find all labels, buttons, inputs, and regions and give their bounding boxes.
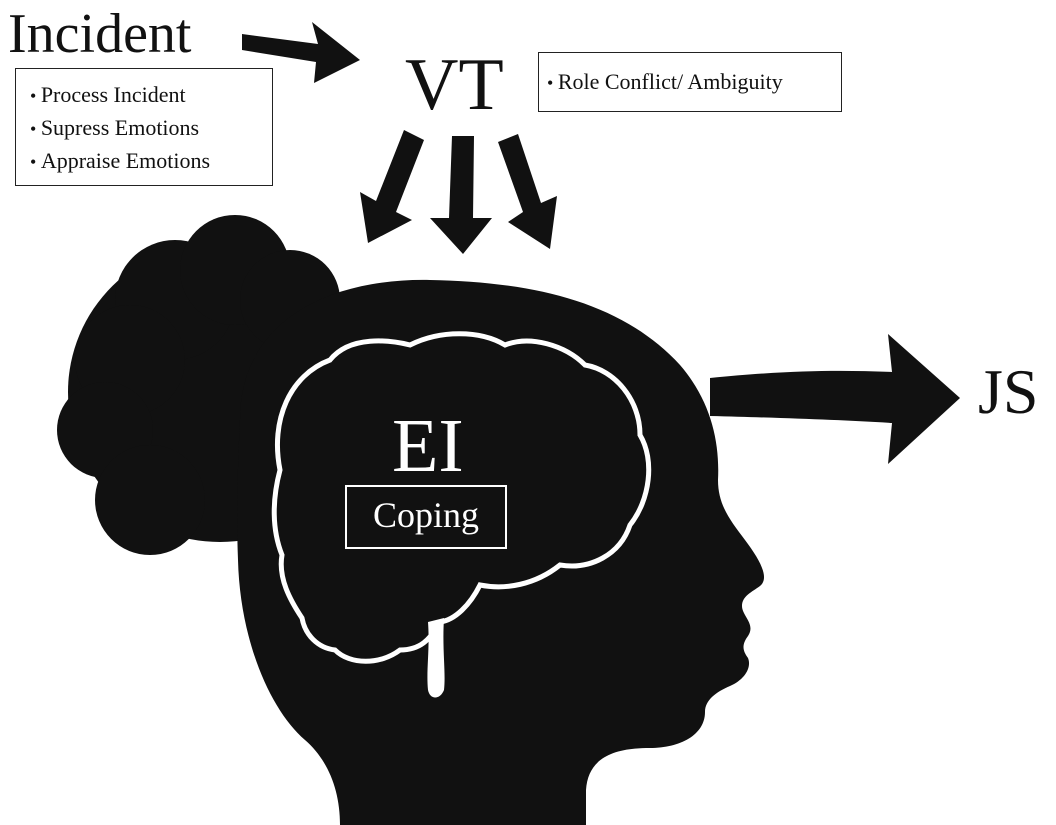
incident-title: Incident (8, 3, 192, 65)
incident-to-vt-arrow (242, 22, 360, 83)
brain-stem (427, 618, 445, 698)
vt-label: VT (405, 44, 504, 126)
vt-down-center-arrow (430, 136, 492, 254)
ei-label: EI (392, 404, 464, 488)
brain-outline (271, 331, 652, 664)
head-to-js-arrow (710, 334, 960, 464)
incident-task-item: Process Incident (30, 79, 272, 112)
incident-task-item: Supress Emotions (30, 112, 272, 145)
incident-tasks-box: Process Incident Supress Emotions Apprai… (15, 68, 273, 186)
coping-box: Coping (345, 485, 507, 549)
role-conflict-box: Role Conflict/ Ambiguity (538, 52, 842, 112)
vt-down-right-arrow (498, 134, 557, 249)
js-label: JS (978, 356, 1039, 427)
head-silhouette (57, 215, 765, 825)
role-conflict-item: Role Conflict/ Ambiguity (547, 69, 783, 94)
incident-task-item: Appraise Emotions (30, 145, 272, 178)
vt-down-left-arrow (360, 130, 424, 243)
